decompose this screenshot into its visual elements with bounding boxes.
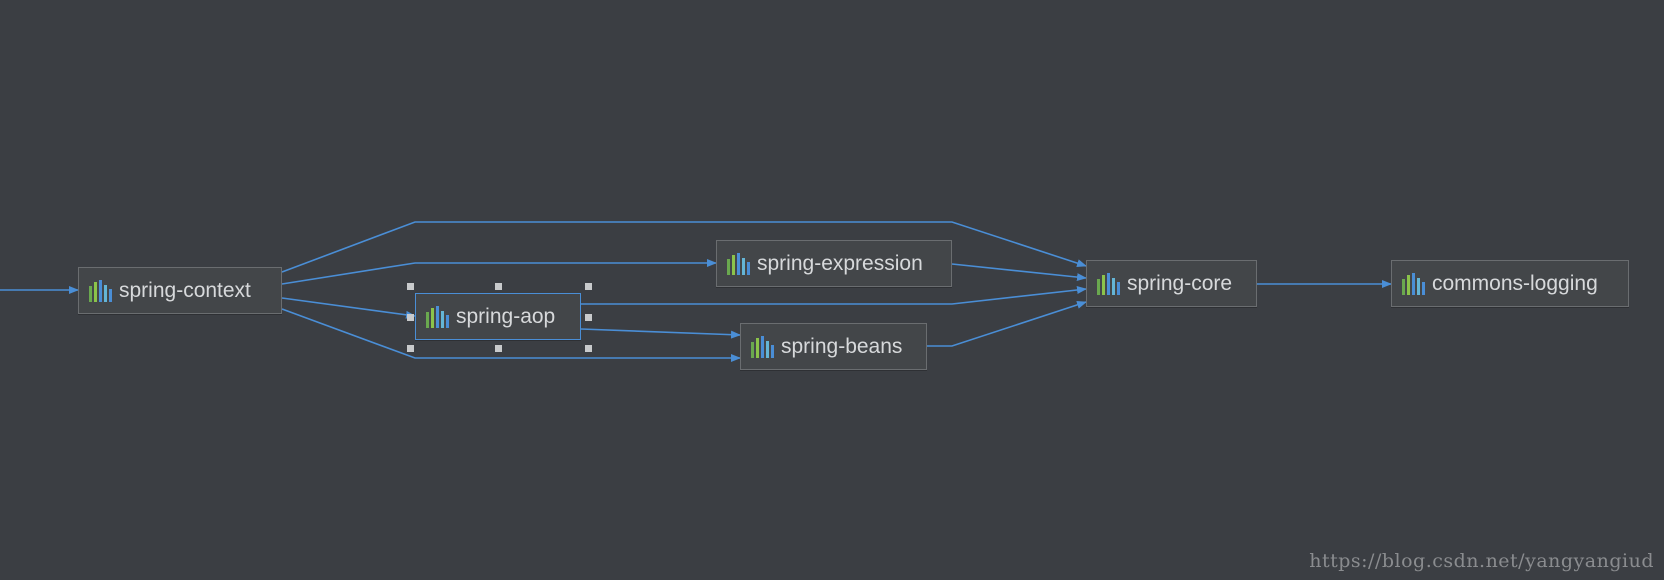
node-label: spring-context xyxy=(119,278,251,302)
resize-handle-bottom-right[interactable] xyxy=(585,345,592,352)
library-bars-icon xyxy=(89,279,112,302)
resize-handle-bottom-left[interactable] xyxy=(407,345,414,352)
edge-spring-context-to-spring-aop[interactable] xyxy=(281,297,416,319)
edge-spring-aop-to-spring-core[interactable] xyxy=(581,286,1087,305)
node-spring-aop[interactable]: spring-aop xyxy=(415,293,581,340)
node-label: spring-aop xyxy=(456,304,556,328)
edge-spring-beans-to-spring-core[interactable] xyxy=(927,301,1087,347)
node-label: spring-beans xyxy=(781,334,903,358)
watermark: https://blog.csdn.net/yangyangiud xyxy=(1309,550,1654,572)
resize-handle-middle-left[interactable] xyxy=(407,314,414,321)
resize-handle-middle-right[interactable] xyxy=(585,314,592,321)
library-bars-icon xyxy=(1097,272,1120,295)
library-bars-icon xyxy=(1402,272,1425,295)
node-label: commons-logging xyxy=(1432,271,1598,295)
node-spring-core[interactable]: spring-core xyxy=(1086,260,1257,307)
resize-handle-bottom-center[interactable] xyxy=(495,345,502,352)
node-label: spring-expression xyxy=(757,251,923,275)
node-label: spring-core xyxy=(1127,271,1233,295)
node-spring-context[interactable]: spring-context xyxy=(78,267,282,314)
resize-handle-top-right[interactable] xyxy=(585,283,592,290)
library-bars-icon xyxy=(751,335,774,358)
node-spring-expression[interactable]: spring-expression xyxy=(716,240,952,287)
resize-handle-top-left[interactable] xyxy=(407,283,414,290)
edge-spring-context-to-spring-beans[interactable] xyxy=(281,308,741,362)
resize-handle-top-center[interactable] xyxy=(495,283,502,290)
library-bars-icon xyxy=(426,305,449,328)
edge-spring-context-to-spring-expression[interactable] xyxy=(281,259,717,285)
edge-spring-context-to-spring-core[interactable] xyxy=(281,221,1087,273)
library-bars-icon xyxy=(727,252,750,275)
node-spring-beans[interactable]: spring-beans xyxy=(740,323,927,370)
node-commons-logging[interactable]: commons-logging xyxy=(1391,260,1629,307)
edge-spring-expression-to-spring-core[interactable] xyxy=(951,263,1087,282)
edge-spring-aop-to-spring-beans[interactable] xyxy=(580,328,741,339)
